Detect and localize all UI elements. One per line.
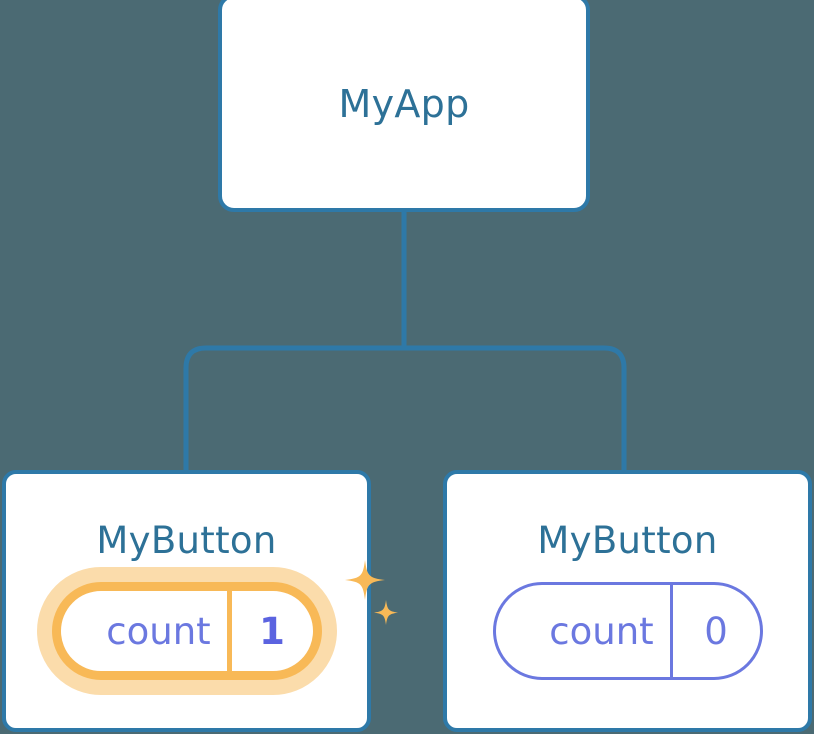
state-pill-left-key: count xyxy=(61,591,232,671)
node-myapp-title: MyApp xyxy=(338,82,470,126)
node-mybutton-left-title: MyButton xyxy=(96,519,277,562)
connector-to-left-child xyxy=(183,345,404,472)
node-myapp[interactable]: MyApp xyxy=(218,0,590,212)
node-mybutton-right-title: MyButton xyxy=(537,519,718,562)
state-pill-right-wrapper: count 0 xyxy=(492,582,763,680)
state-pill-left-wrapper: count 1 xyxy=(36,560,398,695)
state-pill-right[interactable]: count 0 xyxy=(492,582,763,680)
node-mybutton-left[interactable]: MyButton count 1 xyxy=(2,470,398,732)
state-pill-right-key: count xyxy=(496,585,673,677)
state-pill-right-value: 0 xyxy=(704,609,728,653)
state-pill-left-value: 1 xyxy=(259,609,285,653)
state-pill-left[interactable]: count 1 xyxy=(51,582,322,680)
node-mybutton-right[interactable]: MyButton count 0 xyxy=(443,470,812,732)
connector-to-right-child xyxy=(404,345,627,472)
